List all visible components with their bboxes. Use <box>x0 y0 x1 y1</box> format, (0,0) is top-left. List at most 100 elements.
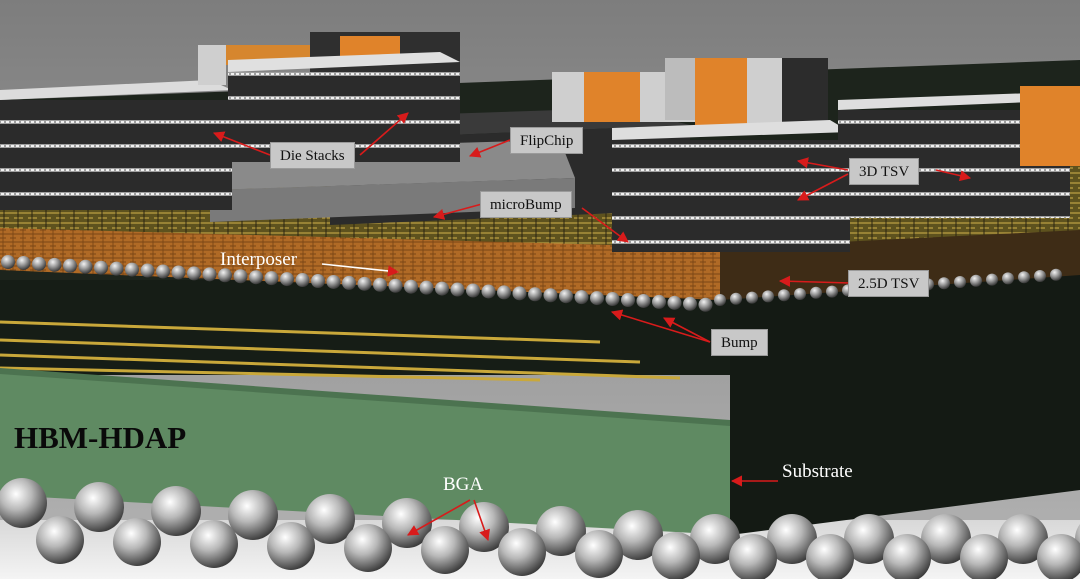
bump <box>218 268 232 283</box>
bump <box>78 259 93 274</box>
bump <box>559 289 573 304</box>
bump <box>683 296 697 311</box>
bump <box>986 273 998 286</box>
arrow-bump-a <box>610 309 711 343</box>
label-die-stacks: Die Stacks <box>270 142 355 169</box>
bump <box>667 295 682 310</box>
bump <box>762 290 774 303</box>
bump <box>249 270 263 285</box>
bga-ball <box>421 526 469 574</box>
die-stack-center <box>612 120 850 252</box>
bga-ball <box>536 506 586 556</box>
bump <box>1034 270 1046 282</box>
bump <box>778 289 790 302</box>
bga-ball <box>690 514 740 564</box>
bga-ball <box>960 534 1008 579</box>
bga-ball <box>498 528 546 576</box>
bga-balls <box>0 478 1080 579</box>
arrow-2.5d-tsv <box>778 275 851 287</box>
bga-ball <box>767 514 817 564</box>
bga-ball <box>190 520 238 568</box>
bump <box>435 281 449 296</box>
bump <box>543 288 558 303</box>
bga-ball <box>267 522 315 570</box>
arrow-3d-tsv-b <box>797 173 849 201</box>
bga-ball <box>74 482 124 532</box>
interposer-arrow <box>321 263 400 277</box>
bga-ball <box>575 530 623 578</box>
die-stack-left <box>0 80 232 210</box>
label-interposer: Interposer <box>220 249 298 270</box>
bga-ball <box>883 534 931 579</box>
bga-ball <box>998 514 1048 564</box>
die-stack-back-center <box>552 58 828 128</box>
bga-ball <box>1037 534 1080 579</box>
interposer-body <box>0 228 720 300</box>
bump <box>1002 272 1014 285</box>
label-bga: BGA <box>443 474 484 495</box>
bump <box>1050 268 1062 281</box>
bga-ball <box>844 514 894 564</box>
bump <box>326 274 341 289</box>
bump <box>94 260 108 275</box>
label-flipchip: FlipChip <box>510 127 584 154</box>
bump <box>528 287 542 302</box>
bga-ball <box>36 516 84 564</box>
bump <box>636 293 651 308</box>
bump <box>156 264 170 279</box>
arrow-3d-tsv-c <box>935 169 972 182</box>
bump <box>404 279 418 294</box>
bga-ball <box>113 518 161 566</box>
substrate-top-edge <box>0 368 730 426</box>
bump <box>63 258 77 273</box>
arrow-die-stacks-right <box>359 112 409 156</box>
bump <box>621 293 635 307</box>
bump <box>16 255 31 270</box>
label-bump: Bump <box>711 329 768 356</box>
bga-ball <box>305 494 355 544</box>
label-microbump: microBump <box>480 191 572 218</box>
bump <box>264 271 279 286</box>
callout-arrows <box>212 112 972 542</box>
bump <box>47 257 62 272</box>
bga-ball <box>344 524 392 572</box>
bump <box>311 274 325 288</box>
bump <box>810 286 822 299</box>
bump <box>794 288 806 300</box>
bump <box>1018 271 1030 284</box>
bump <box>605 292 620 307</box>
bga-ball <box>652 532 700 579</box>
bga-ball <box>151 486 201 536</box>
bga-ball <box>228 490 278 540</box>
bga-ball <box>0 478 47 528</box>
bump <box>450 282 465 297</box>
bump <box>590 291 604 306</box>
bga-ball <box>613 510 663 560</box>
bump <box>32 256 46 271</box>
bga-ball <box>921 514 971 564</box>
arrow-bga-b <box>473 499 490 542</box>
bump <box>125 262 139 277</box>
bump <box>652 294 666 309</box>
bump <box>140 263 155 278</box>
bump <box>280 272 294 287</box>
bump <box>497 285 511 300</box>
bump <box>512 286 527 301</box>
front-traces <box>0 320 681 382</box>
arrow-die-stacks-left <box>212 131 271 156</box>
package-right-face <box>730 270 1080 535</box>
bump <box>481 284 496 299</box>
bump <box>746 291 758 304</box>
bump <box>373 277 387 292</box>
bump <box>202 267 217 282</box>
bump <box>187 266 201 281</box>
bump <box>938 277 950 290</box>
bump <box>295 273 310 288</box>
bump <box>1 255 15 269</box>
bump <box>233 269 248 284</box>
diagram-title: HBM-HDAP <box>14 420 187 455</box>
bump <box>574 290 589 305</box>
bga-ball <box>729 534 777 579</box>
bump <box>388 278 403 293</box>
bump <box>357 276 372 291</box>
